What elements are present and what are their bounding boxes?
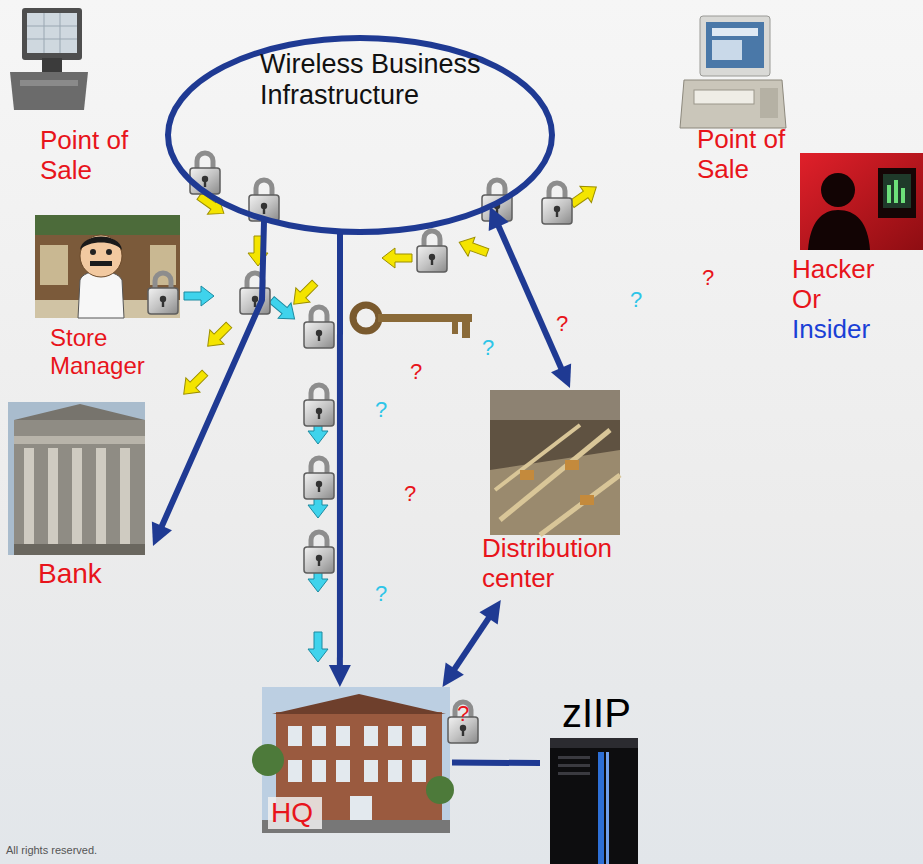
copyright-note: All rights reserved. [6,844,97,856]
question-mark: ? [556,312,568,336]
question-mark: ? [375,582,387,606]
connector [489,206,571,388]
connector [329,232,351,688]
node-caption: Distribution center [482,534,628,594]
arrowhead [152,521,172,546]
node-caption: Point of Sale [697,125,797,185]
key-picture [353,305,472,338]
connector [152,219,264,546]
pos-terminal: Point of Sale [680,15,800,200]
connector-line [337,232,343,668]
question-mark: ? [702,266,714,290]
pos-terminal: Point of Sale [5,2,147,194]
question-mark: ? [404,482,416,506]
hq-picture [252,687,454,833]
node-caption: Store Manager [50,324,175,379]
question-mark: ? [410,360,422,384]
bank: Bank [8,402,153,602]
ziip-server: zIIP [540,690,655,864]
connector [443,600,501,687]
ellipse-outline [168,38,552,232]
arrowhead [489,206,509,231]
connector-line [454,617,490,671]
node-caption: Hacker Or [792,255,884,315]
node-caption: zIIP [562,690,652,736]
manager-picture [35,215,180,318]
node-caption: HQ [268,797,322,829]
store-manager: Store Manager [30,212,190,392]
connector-line [161,219,264,528]
node-caption: Insider [792,315,902,345]
arrowhead [479,600,500,624]
pos-picture [680,16,786,128]
node-caption: Wireless Business Infrastructure [260,49,505,111]
server-picture [550,738,638,864]
arrowhead [329,665,351,687]
connector-line [498,225,562,370]
threat-actor: Hacker OrInsider [788,150,920,350]
connector-line [452,759,540,766]
arrowhead [551,363,571,388]
hacker-picture [800,153,923,250]
network-ellipse: Wireless Business Infrastructure [165,35,555,235]
node-caption: Bank [38,558,138,590]
node-caption: Point of Sale [40,126,145,186]
pos-picture [10,8,88,110]
question-mark: ? [482,336,494,360]
bank-picture [8,402,145,555]
warehouse-picture [490,390,620,535]
arrowhead [443,663,464,687]
question-mark: ? [375,398,387,422]
question-mark: ? [630,288,642,312]
connector [452,762,540,764]
headquarters: HQ [262,687,452,835]
question-mark: ? [457,702,469,726]
distribution-center: Distribution center [478,388,630,600]
padlocks [148,153,572,743]
